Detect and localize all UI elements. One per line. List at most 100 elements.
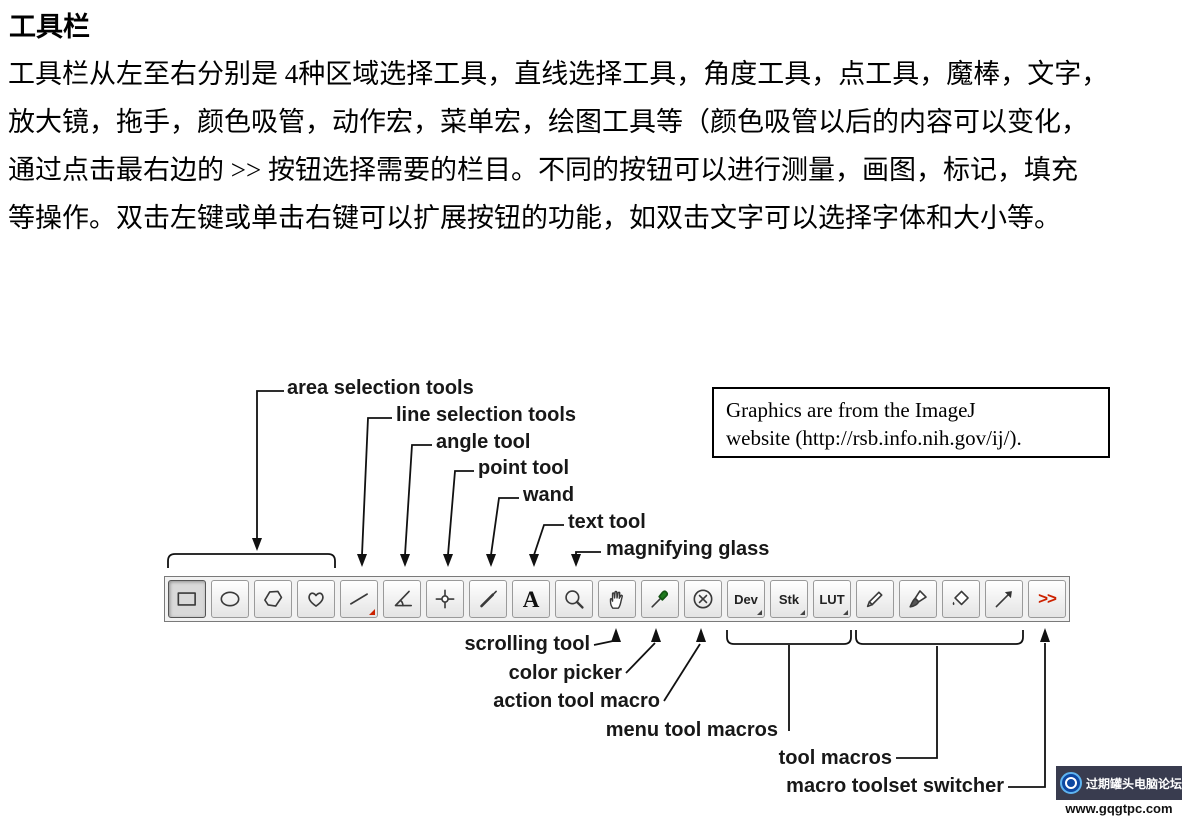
arrow-wand-down bbox=[486, 554, 496, 567]
paragraph-line-4: 等操作。双击左键或单击右键可以扩展按钮的功能，如双击文字可以选择字体和大小等。 bbox=[8, 203, 1061, 233]
label-menu-tool-macros: menu tool macros bbox=[605, 719, 778, 741]
tool-macros-bracket bbox=[855, 630, 1024, 645]
angle-icon bbox=[394, 590, 413, 607]
wand-icon bbox=[480, 590, 497, 608]
credit-line-1: Graphics are from the ImageJ bbox=[726, 398, 976, 422]
label-scrolling-tool: scrolling tool bbox=[464, 633, 590, 655]
stk-macro-menu-button[interactable]: Stk bbox=[770, 580, 808, 618]
flood-fill-tool-button[interactable] bbox=[942, 580, 980, 618]
point-tool-button[interactable] bbox=[426, 580, 464, 618]
menu-macros-bracket bbox=[726, 630, 852, 645]
label-text-tool: text tool bbox=[568, 511, 646, 533]
pencil-tool-button[interactable] bbox=[856, 580, 894, 618]
dropdown-corner-red-icon bbox=[369, 609, 375, 615]
page-title: 工具栏 bbox=[9, 12, 90, 42]
double-chevron-icon: >> bbox=[1038, 589, 1057, 608]
paragraph-line-2: 放大镜，拖手，颜色吸管，动作宏，菜单宏，绘图工具等（颜色吸管以后的内容可以变化， bbox=[8, 107, 1088, 137]
lut-label: LUT bbox=[819, 591, 845, 607]
leader-magnifying-glass bbox=[575, 551, 601, 555]
rectangle-icon bbox=[177, 592, 196, 606]
point-crosshair-icon bbox=[435, 589, 455, 609]
eyedropper-icon bbox=[651, 590, 669, 608]
polygon-icon bbox=[264, 590, 283, 607]
arrow-tool-button[interactable] bbox=[985, 580, 1023, 618]
dev-label: Dev bbox=[734, 591, 758, 607]
credit-line-2: website (http://rsb.info.nih.gov/ij/). bbox=[726, 426, 1022, 450]
stk-label: Stk bbox=[778, 591, 800, 607]
leader-line-selection bbox=[361, 417, 392, 556]
arrow-action-up bbox=[696, 628, 706, 642]
magnifying-glass-icon bbox=[565, 590, 584, 609]
imagej-toolbar: A Dev Stk LUT bbox=[164, 576, 1070, 622]
leader-tool-macros bbox=[896, 646, 938, 759]
action-tool-macro-button[interactable] bbox=[684, 580, 722, 618]
magnifier-tool-button[interactable] bbox=[555, 580, 593, 618]
intro-paragraph: 工具栏从左至右分别是 4种区域选择工具，直线选择工具，角度工具，点工具，魔棒，文… bbox=[8, 50, 1194, 242]
watermark-site-name: 过期罐头电脑论坛 bbox=[1086, 776, 1183, 791]
leader-scrolling-tool bbox=[593, 640, 614, 646]
oval-icon bbox=[220, 591, 240, 607]
label-point-tool: point tool bbox=[478, 457, 570, 479]
arrow-magnify-down bbox=[571, 554, 581, 567]
arrow-area-down bbox=[252, 538, 262, 551]
arrow-text-down bbox=[529, 554, 539, 567]
dev-macro-menu-button[interactable]: Dev bbox=[727, 580, 765, 618]
rectangle-select-tool-button[interactable] bbox=[168, 580, 206, 618]
paragraph-line-1: 工具栏从左至右分别是 4种区域选择工具，直线选择工具，角度工具，点工具，魔棒，文… bbox=[8, 59, 1109, 89]
angle-tool-button[interactable] bbox=[383, 580, 421, 618]
label-magnifying-glass: magnifying glass bbox=[606, 538, 770, 560]
label-macro-toolset-switcher: macro toolset switcher bbox=[786, 775, 1004, 797]
oval-select-tool-button[interactable] bbox=[211, 580, 249, 618]
dropdown-corner-icon bbox=[757, 610, 762, 615]
toolset-switcher-button[interactable]: >> bbox=[1028, 580, 1066, 618]
label-action-tool-macro: action tool macro bbox=[493, 690, 660, 712]
label-area-selection-tools: area selection tools bbox=[287, 377, 474, 399]
hand-icon bbox=[609, 590, 623, 609]
label-wand: wand bbox=[523, 484, 575, 506]
leader-color-picker bbox=[625, 642, 656, 674]
arrow-scroll-up bbox=[611, 628, 621, 642]
freehand-blob-icon bbox=[308, 592, 324, 607]
label-line-selection-tools: line selection tools bbox=[396, 404, 577, 426]
leader-point-tool bbox=[447, 470, 474, 556]
watermark-banner: 过期罐头电脑论坛 bbox=[1056, 766, 1182, 800]
color-picker-tool-button[interactable] bbox=[641, 580, 679, 618]
brush-tool-button[interactable] bbox=[899, 580, 937, 618]
lut-macro-menu-button[interactable]: LUT bbox=[813, 580, 851, 618]
freehand-select-tool-button[interactable] bbox=[297, 580, 335, 618]
leader-switcher bbox=[1008, 643, 1046, 788]
credit-box: Graphics are from the ImageJ website (ht… bbox=[712, 387, 1110, 458]
dropdown-corner-icon bbox=[843, 610, 848, 615]
line-select-tool-button[interactable] bbox=[340, 580, 378, 618]
line-icon bbox=[350, 593, 368, 605]
arrow-line-down bbox=[357, 554, 367, 567]
text-tool-icon: A bbox=[522, 586, 540, 612]
arrow-point-down bbox=[443, 554, 453, 567]
arrow-picker-up bbox=[651, 628, 661, 642]
brush-icon bbox=[909, 590, 927, 608]
circled-x-icon bbox=[693, 589, 713, 609]
paint-bucket-icon bbox=[952, 590, 969, 606]
leader-angle-tool bbox=[404, 444, 432, 556]
label-angle-tool: angle tool bbox=[436, 431, 531, 453]
watermark-site-url: www.gqgtpc.com bbox=[1056, 800, 1182, 817]
leader-text-tool bbox=[533, 524, 564, 556]
arrow-switcher-up bbox=[1040, 628, 1050, 642]
text-tool-button[interactable]: A bbox=[512, 580, 550, 618]
leader-action-macro bbox=[663, 643, 701, 702]
leader-area-selection bbox=[256, 390, 284, 538]
wand-tool-button[interactable] bbox=[469, 580, 507, 618]
leader-wand bbox=[490, 497, 519, 556]
label-color-picker: color picker bbox=[508, 662, 622, 684]
watermark: 过期罐头电脑论坛 www.gqgtpc.com bbox=[1056, 766, 1182, 817]
arrow-icon bbox=[995, 591, 1012, 608]
pencil-icon bbox=[866, 591, 883, 608]
hand-scroll-tool-button[interactable] bbox=[598, 580, 636, 618]
forum-logo-icon bbox=[1060, 772, 1082, 794]
polygon-select-tool-button[interactable] bbox=[254, 580, 292, 618]
label-tool-macros: tool macros bbox=[778, 747, 892, 769]
paragraph-line-3: 通过点击最右边的 >> 按钮选择需要的栏目。不同的按钮可以进行测量，画图，标记，… bbox=[8, 155, 1078, 185]
area-tools-bracket bbox=[167, 553, 336, 568]
arrow-angle-down bbox=[400, 554, 410, 567]
